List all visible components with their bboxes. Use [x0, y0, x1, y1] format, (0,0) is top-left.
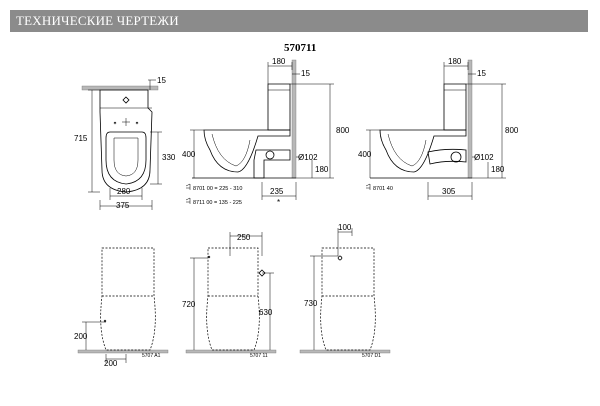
article-code: 5707 11 [250, 353, 268, 359]
toilet-silhouette [100, 247, 156, 351]
article-code: 5707 A1 [142, 353, 161, 359]
dim-pipe-height: 200 [74, 332, 88, 341]
tank-outline [267, 83, 291, 131]
installation-view-d1: 100 730 5707 D1 [299, 223, 391, 359]
outlet-pipe [253, 149, 291, 179]
flush-marker-icon [122, 96, 130, 104]
dim-pipe-height: 180 [491, 165, 505, 174]
wall-hatch [81, 85, 159, 91]
dim-outer-width: 375 [116, 201, 130, 210]
installation-view-a1: 200 200 5707 A1 [74, 247, 169, 368]
tank-outline [443, 83, 467, 131]
article-code: 5707 D1 [362, 353, 381, 359]
dim-top-width: 250 [237, 233, 251, 242]
side-view-2-drawing: 180 15 800 400 Ø102 180 305 8701 40 [358, 57, 519, 200]
dim-seat-height: 400 [358, 150, 372, 159]
dim-total-height: 800 [336, 126, 350, 135]
dim-top-offset: 100 [338, 223, 352, 232]
note-star: * [277, 198, 280, 207]
dim-pipe-height: 180 [315, 165, 329, 174]
dim-pipe-diameter: Ø102 [474, 153, 494, 162]
dim-tank-depth: 180 [448, 57, 462, 66]
note-part: 8701 40 [373, 186, 393, 192]
dim-height: 730 [304, 299, 318, 308]
note-part-2: 8711 00 = 135 - 225 [193, 200, 242, 206]
toilet-silhouette [206, 247, 260, 351]
installation-view-11: 250 720 630 5707 11 [182, 232, 277, 359]
section-header: ТЕХНИЧЕСКИЕ ЧЕРТЕЖИ [10, 10, 588, 32]
wall-hatch [467, 59, 473, 179]
dim-height-right: 630 [259, 308, 273, 317]
dim-length: 715 [74, 134, 88, 143]
outlet-pipe [427, 148, 467, 165]
pipe-marker-icon [103, 319, 107, 323]
toilet-silhouette [320, 247, 376, 351]
bowl-outline [203, 129, 291, 173]
toilet-outline-top [99, 89, 153, 193]
valve-marker-icon [207, 255, 211, 259]
dim-wall-gap: 15 [477, 69, 486, 78]
dim-total-height: 800 [505, 126, 519, 135]
top-view-drawing: 15 715 330 280 375 [74, 76, 176, 210]
dim-seat-length: 330 [162, 153, 176, 162]
dim-top-gap: 15 [157, 76, 166, 85]
dim-seat-height: 400 [182, 150, 196, 159]
model-number: 570711 [284, 42, 317, 54]
elbow-icon [185, 197, 191, 204]
water-inlet-icon [337, 255, 343, 261]
elbow-icon [365, 183, 371, 190]
dim-offset: 200 [104, 359, 118, 368]
dim-wall-gap: 15 [301, 69, 310, 78]
dim-inner-width: 280 [117, 187, 131, 196]
section-title: ТЕХНИЧЕСКИЕ ЧЕРТЕЖИ [16, 13, 179, 28]
dim-tank-depth: 180 [272, 57, 286, 66]
bowl-outline [379, 129, 467, 173]
dim-height-left: 720 [182, 300, 196, 309]
floor-hatch [77, 349, 169, 354]
seat-outline [105, 131, 147, 185]
elbow-icon [185, 183, 191, 190]
note-part-1: 8701 00 = 225 - 310 [193, 186, 242, 192]
dim-pipe-diameter: Ø102 [298, 153, 318, 162]
valve-marker-icon [258, 269, 266, 277]
dim-outlet-offset: 305 [442, 187, 456, 196]
wall-hatch [291, 59, 297, 179]
dim-outlet-offset: 235 [270, 187, 284, 196]
side-view-1-drawing: 180 15 800 400 Ø102 180 235 * 8701 00 = … [182, 57, 350, 207]
